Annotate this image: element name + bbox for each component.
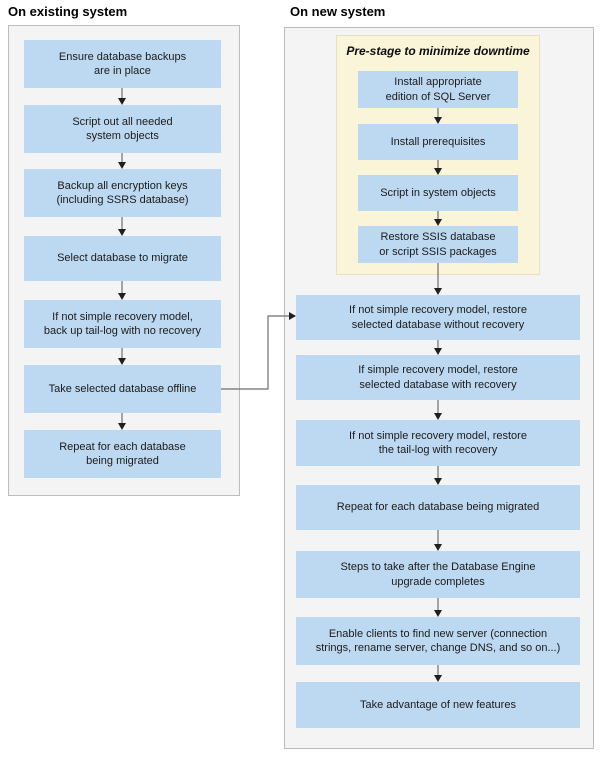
existing-step-5-label: If not simple recovery model, back up ta… [43,310,202,337]
new-step-3-label: If not simple recovery model, restore th… [349,429,527,456]
existing-step-7-label: Repeat for each database being migrated [59,440,186,467]
new-step-7: Take advantage of new features [296,682,580,728]
existing-step-2-label: Script out all needed system objects [72,115,173,142]
new-step-5: Steps to take after the Database Engine … [296,551,580,598]
prestage-step-3: Script in system objects [358,175,518,211]
existing-step-3: Backup all encryption keys (including SS… [24,169,221,217]
new-step-7-label: Take advantage of new features [360,698,516,711]
new-step-6: Enable clients to find new server (conne… [296,617,580,665]
column-title-new: On new system [290,4,386,19]
existing-step-6-label: Take selected database offline [48,382,197,395]
existing-step-6: Take selected database offline [24,365,221,413]
existing-step-3-label: Backup all encryption keys (including SS… [56,179,189,206]
existing-step-4: Select database to migrate [24,236,221,281]
new-step-3: If not simple recovery model, restore th… [296,420,580,466]
prestage-step-1: Install appropriate edition of SQL Serve… [358,71,518,108]
new-step-6-label: Enable clients to find new server (conne… [315,627,561,654]
new-step-4: Repeat for each database being migrated [296,485,580,530]
existing-step-2: Script out all needed system objects [24,105,221,153]
new-step-4-label: Repeat for each database being migrated [336,501,540,514]
prestage-step-4: Restore SSIS database or script SSIS pac… [358,226,518,263]
column-title-existing: On existing system [8,4,128,19]
new-step-2-label: If simple recovery model, restore select… [358,364,518,391]
existing-step-1-label: Ensure database backups are in place [58,50,187,77]
new-step-2: If simple recovery model, restore select… [296,355,580,400]
existing-step-5: If not simple recovery model, back up ta… [24,300,221,348]
prestage-step-2-label: Install prerequisites [390,135,486,148]
prestage-step-3-label: Script in system objects [380,186,496,199]
new-step-1-label: If not simple recovery model, restore se… [349,304,527,331]
prestage-step-4-label: Restore SSIS database or script SSIS pac… [379,231,497,258]
prestage-step-2: Install prerequisites [358,124,518,160]
existing-step-1: Ensure database backups are in place [24,40,221,88]
prestage-title: Pre-stage to minimize downtime [346,44,530,58]
new-step-1: If not simple recovery model, restore se… [296,295,580,340]
prestage-step-1-label: Install appropriate edition of SQL Serve… [385,76,491,103]
existing-step-4-label: Select database to migrate [57,252,188,265]
existing-step-7: Repeat for each database being migrated [24,430,221,478]
new-step-5-label: Steps to take after the Database Engine … [340,561,536,588]
